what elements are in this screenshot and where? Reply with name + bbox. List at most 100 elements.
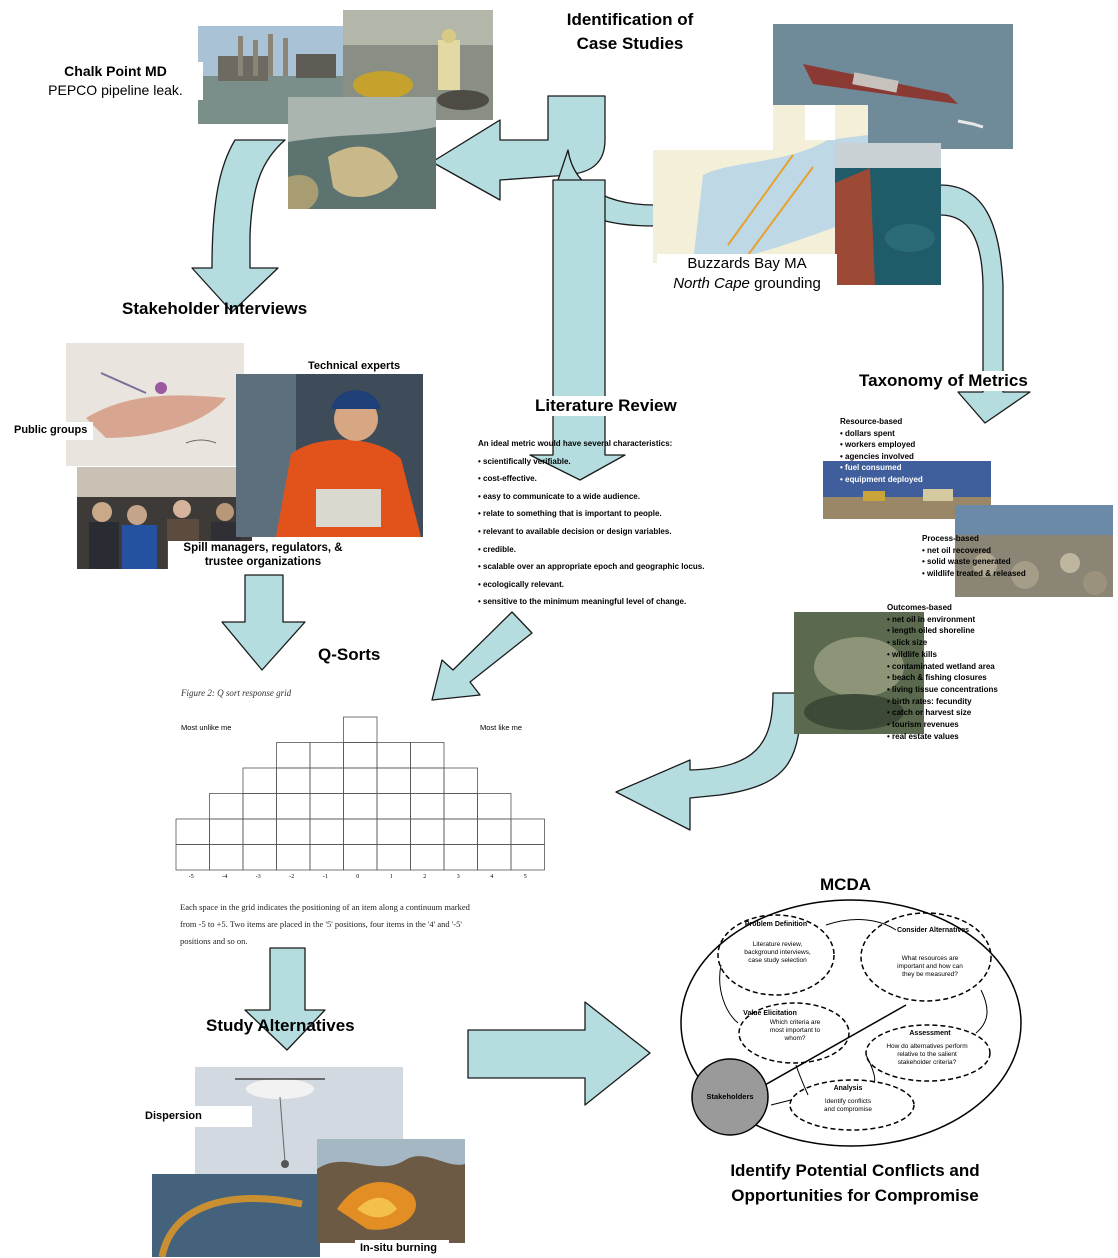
problem-definition-text: Literature review, background interviews… bbox=[744, 941, 811, 964]
resource-equipment-photo bbox=[823, 461, 991, 519]
stakeholder-interviews-heading: Stakeholder Interviews bbox=[122, 299, 308, 318]
analysis-text: Identify conflicts and compromise bbox=[823, 1098, 873, 1113]
mcda-footer-line1: Identify Potential Conflicts and bbox=[730, 1161, 980, 1180]
arrow-stakeholders-to-qsorts bbox=[221, 574, 306, 671]
analysis-bubble bbox=[789, 1079, 915, 1131]
qsort-cell bbox=[209, 818, 244, 845]
qsort-tick: 3 bbox=[456, 874, 460, 880]
mcda-footer-line2: Opportunities for Compromise bbox=[731, 1186, 979, 1205]
outcome-item: • contaminated wetland area bbox=[887, 661, 995, 671]
qsort-tick: -4 bbox=[222, 874, 228, 880]
chalk-point-title: Chalk Point MD bbox=[64, 63, 167, 79]
qsort-note-line1: Each space in the grid indicates the pos… bbox=[180, 902, 470, 912]
buzzards-bay-subtitle-rest: grounding bbox=[749, 275, 821, 292]
literature-characteristics-list: An ideal metric would have several chara… bbox=[478, 435, 704, 611]
technical-expert-photo bbox=[236, 374, 423, 537]
qsort-cell bbox=[443, 844, 478, 871]
qsort-cell bbox=[376, 818, 411, 845]
mcda-footer: Identify Potential Conflicts and Opportu… bbox=[690, 1158, 1020, 1208]
outcome-item: • tourism revenues bbox=[887, 720, 959, 730]
qsort-figure-caption: Figure 2: Q sort response grid bbox=[181, 688, 292, 698]
outcome-title: Outcomes-based bbox=[887, 603, 952, 612]
qsort-cell bbox=[242, 767, 277, 794]
qsort-cell bbox=[242, 844, 277, 871]
assessment-title: Assessment bbox=[909, 1030, 951, 1037]
resource-metrics-list: Resource-based • dollars spent • workers… bbox=[840, 416, 915, 462]
insitu-burning-label: In-situ burning bbox=[355, 1240, 449, 1258]
qsort-tick: 1 bbox=[389, 874, 393, 880]
qsort-cell bbox=[343, 844, 378, 871]
public-drawing-photo bbox=[66, 343, 244, 466]
outcome-item: • net oil in environment bbox=[887, 614, 976, 624]
qsort-response-grid bbox=[175, 716, 545, 871]
outcome-item: • beach & fishing closures bbox=[887, 673, 987, 683]
qsort-note: Each space in the grid indicates the pos… bbox=[180, 899, 470, 950]
qsort-cell bbox=[410, 793, 445, 820]
qsort-cell bbox=[510, 818, 545, 845]
qsort-tick: 0 bbox=[356, 874, 360, 880]
qsort-cell bbox=[343, 767, 378, 794]
arrow-alternatives-to-mcda bbox=[467, 1001, 651, 1106]
qsort-note-line2: from -5 to +5. Two items are placed in t… bbox=[180, 919, 462, 929]
arrow-taxonomy-to-qsorts bbox=[615, 692, 802, 831]
buzzards-bay-chart-photo bbox=[653, 105, 868, 263]
qsort-cell bbox=[343, 716, 378, 743]
literature-item: • relate to something that is important … bbox=[478, 509, 662, 519]
qsort-cell bbox=[376, 767, 411, 794]
outcome-item: • real estate values bbox=[887, 731, 959, 741]
value-elicitation-text: Which criteria are most important to who… bbox=[769, 1019, 821, 1042]
qsort-cell bbox=[343, 818, 378, 845]
qsort-right-label: Most like me bbox=[480, 723, 523, 732]
qsort-cell bbox=[477, 844, 512, 871]
qsort-cell bbox=[477, 818, 512, 845]
arrow-literature-to-qsorts bbox=[431, 611, 533, 701]
literature-item: • credible. bbox=[478, 544, 516, 554]
qsort-cell bbox=[309, 844, 344, 871]
stakeholders-circle bbox=[691, 1058, 769, 1136]
spill-managers-line1: Spill managers, regulators, & bbox=[183, 542, 343, 554]
study-alternatives-heading: Study Alternatives bbox=[206, 1016, 355, 1035]
analysis-title: Analysis bbox=[833, 1085, 863, 1092]
resource-item: • agencies involved bbox=[840, 451, 914, 461]
qsort-cell bbox=[410, 742, 445, 769]
literature-item: • sensitive to the minimum meaningful le… bbox=[478, 597, 687, 607]
qsort-cell bbox=[309, 818, 344, 845]
qsort-cell bbox=[443, 818, 478, 845]
tanker-aerial-photo bbox=[773, 24, 1013, 149]
outcome-item: • birth rates: fecundity bbox=[887, 696, 972, 706]
buzzards-bay-subtitle: North Cape grounding bbox=[657, 274, 837, 294]
outcome-item: • living tissue concentrations bbox=[887, 684, 998, 694]
buzzards-bay-title: Buzzards Bay MA bbox=[687, 255, 807, 272]
literature-item: • scalable over an appropriate epoch and… bbox=[478, 562, 705, 572]
literature-item: • relevant to available decision or desi… bbox=[478, 526, 672, 536]
qsort-tick: -2 bbox=[289, 874, 295, 880]
literature-item: • cost-effective. bbox=[478, 474, 537, 484]
process-metrics-list: Process-based • net oil recovered • soli… bbox=[922, 533, 1026, 579]
resource-item: • equipment deployed bbox=[840, 475, 923, 484]
chalk-point-label: Chalk Point MD PEPCO pipeline leak. bbox=[28, 62, 203, 100]
outcome-item: • length oiled shoreline bbox=[887, 626, 975, 636]
qsort-note-line3: positions and so on. bbox=[180, 936, 248, 946]
outcome-item: • slick size bbox=[887, 638, 928, 648]
literature-review-heading: Literature Review bbox=[533, 396, 679, 416]
qsort-cell bbox=[276, 818, 311, 845]
resource-title: Resource-based bbox=[840, 417, 903, 426]
assessment-text: How do alternatives perform relative to … bbox=[886, 1043, 968, 1066]
qsort-cell bbox=[477, 793, 512, 820]
qsort-tick: 5 bbox=[523, 874, 527, 880]
process-item: • net oil recovered bbox=[922, 545, 992, 555]
insitu-burning-photo bbox=[317, 1139, 465, 1243]
spill-managers-label: Spill managers, regulators, & trustee or… bbox=[168, 541, 358, 569]
qsort-cell bbox=[376, 793, 411, 820]
qsort-cell bbox=[376, 844, 411, 871]
arrow-to-stakeholder-interviews bbox=[191, 139, 286, 313]
qsort-cell bbox=[175, 818, 210, 845]
qsort-left-label: Most unlike me bbox=[181, 723, 232, 732]
value-elicitation-title: Value Elicitation bbox=[743, 1010, 797, 1017]
consider-alternatives-title: Consider Alternatives bbox=[896, 927, 970, 934]
resource-highlighted-list: • fuel consumed • equipment deployed bbox=[840, 462, 923, 486]
process-rocks-photo bbox=[955, 505, 1113, 597]
outcome-item: • catch or harvest size bbox=[887, 708, 972, 718]
assessment-bubble bbox=[865, 1024, 991, 1082]
qsort-cell bbox=[309, 793, 344, 820]
